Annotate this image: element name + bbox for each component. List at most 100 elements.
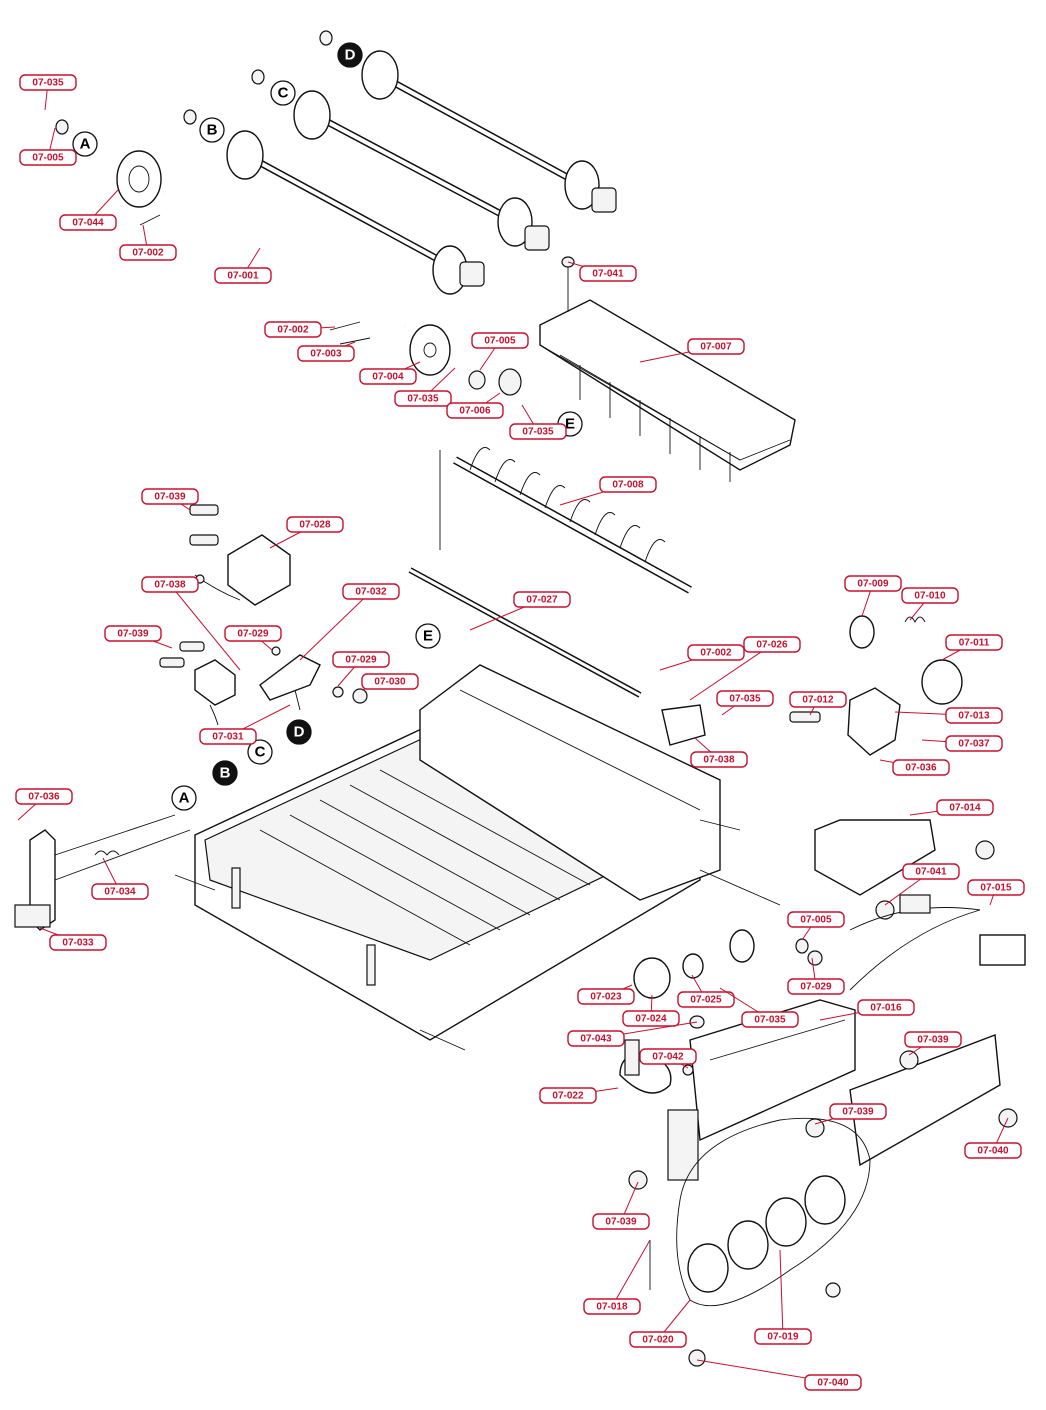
label-box [754, 1328, 812, 1345]
label-box [264, 321, 322, 338]
label-text: 07-020 [642, 1335, 674, 1346]
part-label-07-016: 07-016 [819, 999, 915, 1021]
label-text: 07-005 [800, 915, 832, 926]
label-text: 07-026 [756, 640, 788, 651]
label-text: 07-039 [605, 1217, 637, 1228]
label-box [789, 691, 847, 708]
part-label-07-036: 07-036 [15, 788, 73, 821]
label-box [743, 636, 801, 653]
label-box [945, 634, 1003, 651]
label-text: 07-036 [905, 763, 937, 774]
label-box [687, 338, 745, 355]
part-label-07-009: 07-009 [844, 575, 902, 617]
label-text: 07-032 [355, 587, 387, 598]
label-text: 07-035 [32, 78, 64, 89]
label-text: 07-041 [915, 867, 947, 878]
part-label-07-005: 07-005 [787, 911, 845, 941]
label-box [964, 1142, 1022, 1159]
label-box [844, 575, 902, 592]
label-text: 07-035 [407, 394, 439, 405]
label-box [332, 651, 390, 668]
marker-D-top: D [337, 42, 363, 68]
label-box [394, 390, 452, 407]
label-box [15, 788, 73, 805]
label-box [297, 345, 355, 362]
label-text: 07-004 [372, 372, 404, 383]
svg-text:B: B [207, 122, 218, 139]
label-text: 07-014 [949, 803, 981, 814]
label-box [104, 625, 162, 642]
label-box [471, 332, 529, 349]
label-text: 07-024 [635, 1014, 667, 1025]
marker-C-frame: C [247, 739, 273, 765]
svg-text:A: A [80, 136, 91, 153]
part-label-07-005: 07-005 [471, 332, 529, 371]
label-text: 07-039 [154, 492, 186, 503]
marker-B-frame: B [212, 760, 238, 786]
part-label-07-018: 07-018 [583, 1239, 651, 1315]
label-box [141, 488, 199, 505]
label-text: 07-036 [28, 792, 60, 803]
label-box [687, 644, 745, 661]
left-side-parts [14, 504, 368, 931]
label-box [19, 74, 77, 91]
part-label-07-041: 07-041 [884, 863, 960, 906]
label-text: 07-035 [754, 1015, 786, 1026]
part-label-07-036: 07-036 [879, 759, 950, 776]
label-box [361, 673, 419, 690]
part-label-07-002: 07-002 [264, 321, 336, 338]
label-text: 07-005 [32, 153, 64, 164]
label-text: 07-011 [959, 638, 990, 649]
leader-line [779, 1249, 784, 1337]
label-text: 07-039 [917, 1035, 949, 1046]
part-number-callouts: 07-03507-00507-04407-00207-00107-00207-0… [15, 74, 1025, 1391]
svg-text:C: C [278, 85, 289, 102]
label-text: 07-028 [299, 520, 331, 531]
label-text: 07-001 [227, 271, 259, 282]
part-label-07-035: 07-035 [19, 74, 77, 111]
paddle-shaft [408, 447, 692, 698]
label-text: 07-022 [552, 1091, 584, 1102]
label-box [579, 265, 637, 282]
label-text: 07-015 [980, 883, 1012, 894]
leader-line [169, 584, 241, 671]
part-label-07-024: 07-024 [622, 994, 680, 1027]
label-box [342, 583, 400, 600]
part-label-07-029: 07-029 [332, 651, 390, 687]
part-label-07-025: 07-025 [677, 974, 735, 1008]
svg-text:A: A [179, 790, 190, 807]
label-box [91, 883, 149, 900]
label-text: 07-039 [117, 629, 149, 640]
label-box [945, 707, 1003, 724]
label-box [359, 368, 417, 385]
part-label-07-003: 07-003 [297, 341, 356, 362]
part-label-07-031: 07-031 [199, 704, 291, 745]
part-label-07-030: 07-030 [361, 673, 419, 691]
part-label-07-019: 07-019 [754, 1249, 812, 1345]
part-label-07-011: 07-011 [941, 634, 1003, 661]
label-box [967, 879, 1025, 896]
part-label-07-007: 07-007 [639, 338, 745, 363]
part-label-07-038: 07-038 [141, 576, 241, 671]
label-text: 07-035 [522, 427, 554, 438]
label-box [677, 991, 735, 1008]
part-label-07-008: 07-008 [559, 476, 657, 506]
label-text: 07-003 [310, 349, 342, 360]
label-text: 07-016 [870, 1003, 902, 1014]
label-box [509, 423, 567, 440]
part-label-07-040: 07-040 [696, 1359, 862, 1391]
part-label-07-033: 07-033 [39, 927, 107, 951]
part-label-07-027: 07-027 [469, 591, 571, 631]
label-box [567, 1030, 625, 1047]
label-box [741, 1011, 799, 1028]
part-label-07-042: 07-042 [639, 1048, 697, 1069]
part-label-07-040: 07-040 [964, 1117, 1022, 1159]
label-box [716, 690, 774, 707]
label-box [787, 978, 845, 995]
label-text: 07-012 [802, 695, 834, 706]
top-guide-assembly [539, 256, 796, 482]
svg-text:E: E [423, 628, 433, 645]
label-text: 07-038 [154, 580, 186, 591]
part-label-07-032: 07-032 [299, 583, 400, 661]
